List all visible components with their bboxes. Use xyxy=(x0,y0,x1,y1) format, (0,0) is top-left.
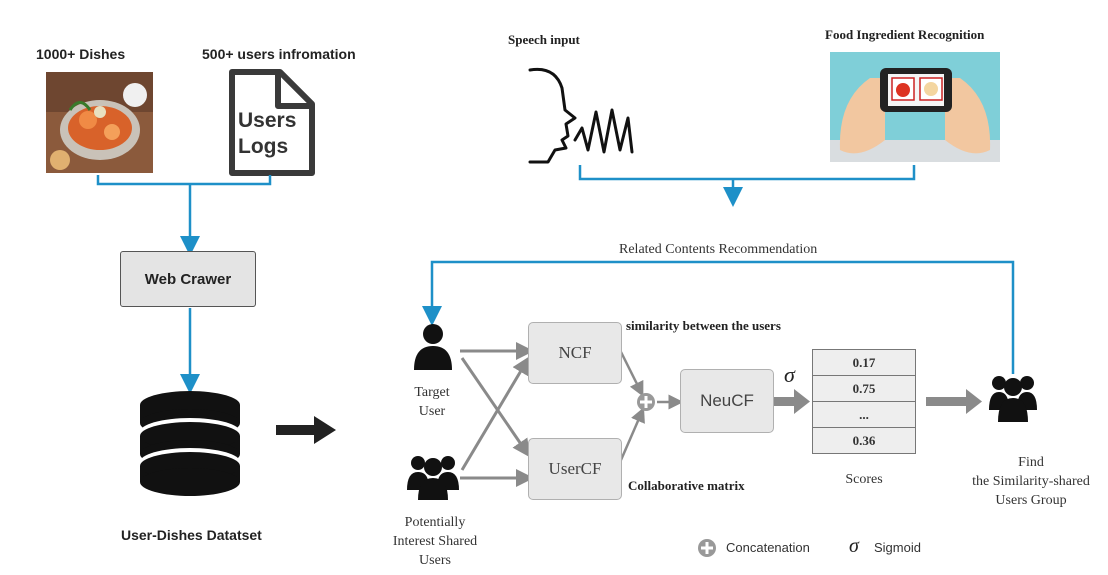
merge-arrows xyxy=(619,351,684,461)
target-user-line-2: User xyxy=(418,404,446,419)
right-arrow-icon xyxy=(276,416,336,444)
usercf-box: UserCF xyxy=(528,438,622,500)
speech-icon xyxy=(528,67,634,164)
database-icon xyxy=(140,391,240,496)
neucf-box: NeuCF xyxy=(680,369,774,433)
dishes-label: 1000+ Dishes xyxy=(36,46,126,62)
food-recognition-label: Food Ingredient Recognition xyxy=(825,27,985,42)
food-recognition-image xyxy=(830,52,1000,162)
scores-to-group-arrow xyxy=(926,389,982,414)
target-user-icon xyxy=(414,324,452,370)
potential-users-line-1: Potentially xyxy=(404,515,466,530)
scores-label: Scores xyxy=(845,472,883,487)
speech-input-label: Speech input xyxy=(508,32,580,47)
web-crawler-box: Web Crawer xyxy=(120,251,256,307)
find-group-line-1: Find xyxy=(1018,455,1044,470)
potential-users-line-3: Users xyxy=(419,553,451,568)
dishes-photo xyxy=(46,72,153,173)
ncf-box: NCF xyxy=(528,322,622,384)
score-cell: 0.17 xyxy=(812,349,916,376)
neucf-to-scores-arrow xyxy=(774,389,810,414)
web-crawler-label: Web Crawer xyxy=(144,270,232,288)
score-cell: ... xyxy=(812,402,916,428)
scores-stack: 0.17 0.75 ... 0.36 xyxy=(812,349,916,454)
dataset-label: User-Dishes Datatset xyxy=(121,527,262,543)
result-group-icon xyxy=(989,376,1037,422)
neucf-label: NeuCF xyxy=(700,391,754,410)
concatenation-icon xyxy=(637,393,655,411)
ncf-label: NCF xyxy=(558,343,592,362)
find-group-line-2: the Similarity-shared xyxy=(972,474,1090,489)
score-cell: 0.36 xyxy=(812,428,916,454)
similarity-label: similarity between the users xyxy=(626,318,781,333)
find-group-line-3: Users Group xyxy=(995,493,1067,508)
potential-users-label: Potentially Interest Shared Users xyxy=(380,513,490,570)
document-line-logs: Logs xyxy=(238,135,289,158)
legend-concatenation-label: Concatenation xyxy=(726,540,810,555)
user-group-icon xyxy=(407,456,459,500)
document-icon xyxy=(229,69,315,176)
score-cell: 0.75 xyxy=(812,376,916,402)
connector-top-right xyxy=(578,165,916,207)
document-text: Users Logs xyxy=(238,108,296,160)
target-user-label: Target User xyxy=(400,383,464,421)
feedback-loop-connector xyxy=(422,260,1015,374)
connector-top-left xyxy=(96,175,272,394)
feedback-label: Related Contents Recommendation xyxy=(617,242,820,258)
input-arrows xyxy=(460,342,534,487)
legend-sigma-icon: σ xyxy=(849,535,859,557)
legend-concatenation-icon xyxy=(698,539,716,557)
find-group-label: Find the Similarity-shared Users Group xyxy=(958,453,1104,510)
sigmoid-symbol: σ xyxy=(784,362,795,387)
potential-users-line-2: Interest Shared xyxy=(392,534,478,549)
users-info-label: 500+ users infromation xyxy=(202,46,356,62)
collaborative-matrix-label: Collaborative matrix xyxy=(628,478,745,493)
document-line-users: Users xyxy=(238,109,297,132)
usercf-label: UserCF xyxy=(548,459,602,478)
legend-sigmoid-label: Sigmoid xyxy=(874,540,921,555)
target-user-line-1: Target xyxy=(414,385,450,400)
